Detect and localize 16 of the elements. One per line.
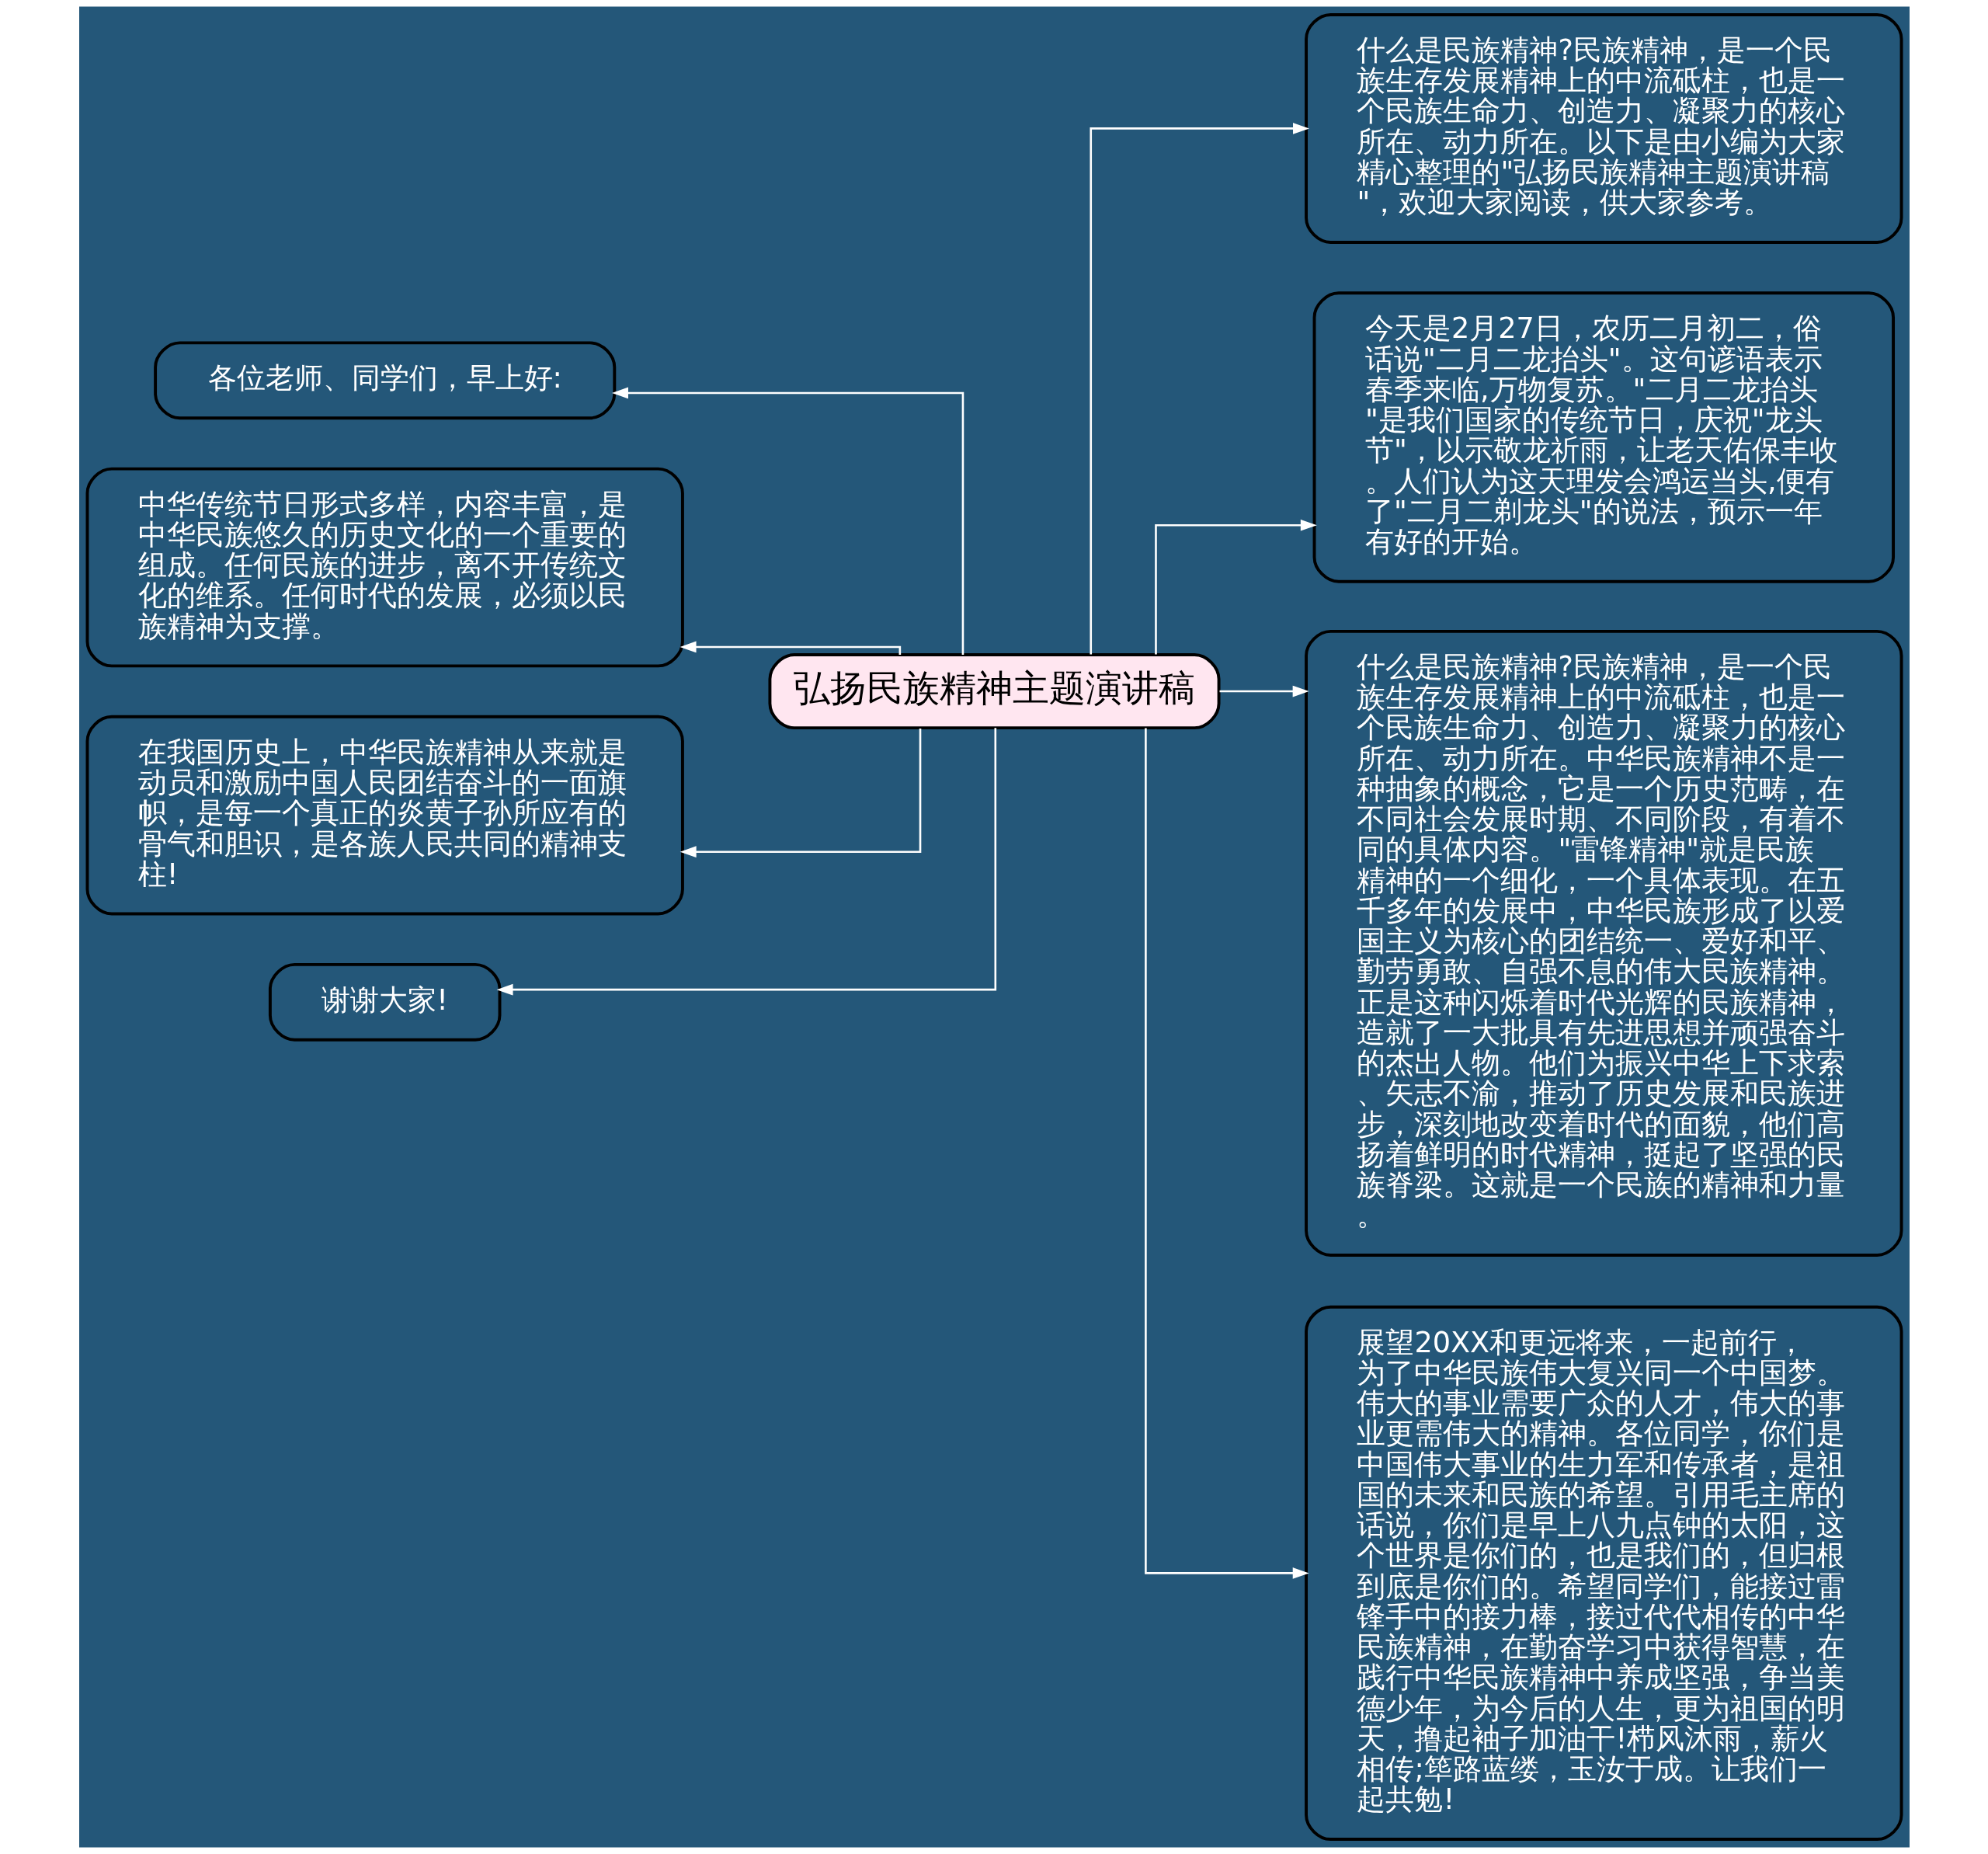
node-box: 中华传统节日形式多样，内容丰富，是中华民族悠久的历史文化的一个重要的组成。任何民族的进步，离不开传统文化的维系。任何时代的发展，必须以民族精神为支撑。 [85,467,684,668]
node-box: 各位老师、同学们，早上好: [153,341,616,420]
node-box: 弘扬民族精神主题演讲稿 [767,653,1221,730]
arrow [1154,519,1317,655]
node-box: 什么是民族精神?民族精神，是一个民族生存发展精神上的中流砥柱，也是一个民族生命力、创造力、凝聚力的核心所在、动力所在。中华民族精神不是一种抽象的概念，它是一个历史范畴，在不同社会发展时期、不同阶段，有着不同的具体内容。"雷锋精神"就是民族精神的一个细化，一个具体表现。在五千多年的发展中，中华民族形成了以爱国主义为核心的团结统一、爱好和平、勤劳勇敢、自强不息的伟大民族精神。正是这种闪烁着时代光辉的民族精神，造就了一大批具有先进思想并顽强奋斗的杰出人物。他们为振兴中华上下求索、矢志不渝，推动了历史发展和民族进步，深刻地改变着时代的面貌，他们高扬着鲜明的时代精神，挺起了坚强的民族脊梁。这就是一个民族的精神和力量。 [1304,629,1903,1257]
node-box: 谢谢大家! [268,962,501,1042]
node-box: 什么是民族精神?民族精神，是一个民族生存发展精神上的中流砥柱，也是一个民族生命力、创造力、凝聚力的核心所在、动力所在。以下是由小编为大家精心整理的"弘扬民族精神主题演讲稿"，欢迎大家阅读，供大家参考。 [1304,12,1903,244]
arrow [611,387,964,655]
arrow [1144,728,1309,1579]
arrow [679,728,921,858]
arrow [1219,685,1309,697]
arrow [496,728,996,996]
node-box: 今天是2月27日，农历二月初二，俗话说"二月二龙抬头"。这句谚语表示春季来临,万物复苏。"二月二龙抬头"是我们国家的传统节日，庆祝"龙头节"，以示敬龙祈雨，让老天佑保丰收。人们认为这天理发会鸿运当头,便有了"二月二剃龙头"的说法，预示一年有好的开始。 [1312,291,1895,583]
arrow [1089,123,1309,655]
node-box: 在我国历史上，中华民族精神从来就是动员和激励中国人民团结奋斗的一面旗帜，是每一个真正的炎黄子孙所应有的骨气和胆识，是各族人民共同的精神支柱! [85,715,684,916]
node-box: 展望20XX和更远将来，一起前行，为了中华民族伟大复兴同一个中国梦。伟大的事业需要广众的人才，伟大的事业更需伟大的精神。各位同学，你们是中国伟大事业的生力军和传承者，是祖国的未来和民族的希望。引用毛主席的话说，你们是早上八九点钟的太阳，这个世界是你们的，也是我们的，但归根到底是你们的。希望同学们，能接过雷锋手中的接力棒，接过代代相传的中华民族精神，在勤奋学习中获得智慧，在践行中华民族精神中养成坚强，争当美德少年，为今后的人生，更为祖国的明天，撸起袖子加油干!栉风沐雨，薪火相传;筚路蓝缕，玉汝于成。让我们一起共勉! [1304,1305,1903,1842]
